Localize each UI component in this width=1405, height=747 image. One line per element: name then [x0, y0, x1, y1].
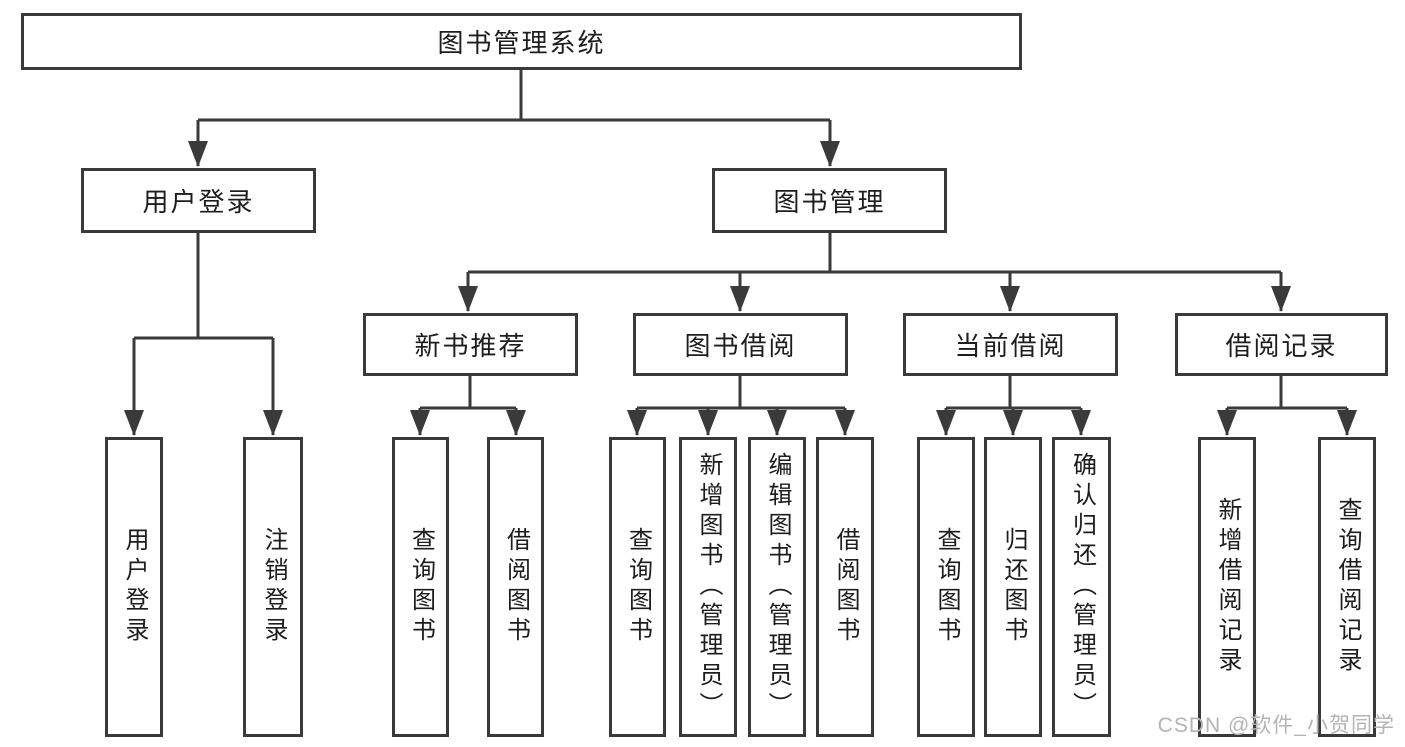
- node-user-login: 用户登录: [81, 168, 316, 233]
- leaf-confirm-return-admin: 确认归还（管理员）: [1052, 437, 1111, 737]
- leaf-recommend-query-books-label: 查询图书: [407, 527, 435, 647]
- leaf-borrow-query-books-label: 查询图书: [624, 527, 652, 647]
- leaf-user-login-label: 用户登录: [121, 527, 148, 647]
- node-borrow-records-label: 借阅记录: [1225, 331, 1338, 361]
- node-book-management: 图书管理: [712, 168, 947, 233]
- leaf-add-borrow-record-label: 新增借阅记录: [1214, 497, 1241, 677]
- leaf-edit-books-admin-label: 编辑图书（管理员）: [764, 452, 791, 722]
- leaf-return-books: 归还图书: [984, 437, 1042, 737]
- leaf-borrow-query-books: 查询图书: [609, 437, 666, 737]
- node-book-borrow: 图书借阅: [633, 313, 848, 376]
- leaf-borrow-books: 借阅图书: [816, 437, 874, 737]
- leaf-logout: 注销登录: [243, 437, 303, 737]
- leaf-borrow-books-label: 借阅图书: [832, 527, 859, 647]
- node-new-book-recommend: 新书推荐: [363, 313, 578, 376]
- leaf-recommend-query-books: 查询图书: [392, 437, 449, 737]
- leaf-add-borrow-record: 新增借阅记录: [1198, 437, 1256, 737]
- leaf-edit-books-admin: 编辑图书（管理员）: [748, 437, 806, 737]
- leaf-current-query-books: 查询图书: [917, 437, 975, 737]
- node-book-management-label: 图书管理: [773, 187, 886, 217]
- leaf-current-query-books-label: 查询图书: [933, 527, 960, 647]
- leaf-add-books-admin: 新增图书（管理员）: [679, 437, 737, 737]
- leaf-add-books-admin-label: 新增图书（管理员）: [695, 452, 722, 722]
- leaf-logout-label: 注销登录: [260, 527, 287, 647]
- leaf-recommend-borrow-books-label: 借阅图书: [502, 527, 530, 647]
- leaf-user-login: 用户登录: [105, 437, 163, 737]
- node-root-system: 图书管理系统: [21, 13, 1022, 70]
- leaf-query-borrow-record-label: 查询借阅记录: [1334, 497, 1361, 677]
- leaf-confirm-return-admin-label: 确认归还（管理员）: [1068, 452, 1096, 722]
- csdn-watermark: CSDN @软件_小贺同学: [1157, 714, 1395, 737]
- leaf-query-borrow-record: 查询借阅记录: [1318, 437, 1376, 737]
- leaf-return-books-label: 归还图书: [1000, 527, 1027, 647]
- leaf-recommend-borrow-books: 借阅图书: [487, 437, 544, 737]
- node-new-book-recommend-label: 新书推荐: [414, 331, 527, 361]
- node-current-borrow: 当前借阅: [903, 313, 1118, 376]
- node-borrow-records: 借阅记录: [1175, 313, 1388, 376]
- node-book-borrow-label: 图书借阅: [684, 331, 797, 361]
- node-root-label: 图书管理系统: [437, 28, 606, 58]
- node-user-login-label: 用户登录: [142, 187, 255, 217]
- node-current-borrow-label: 当前借阅: [954, 331, 1067, 361]
